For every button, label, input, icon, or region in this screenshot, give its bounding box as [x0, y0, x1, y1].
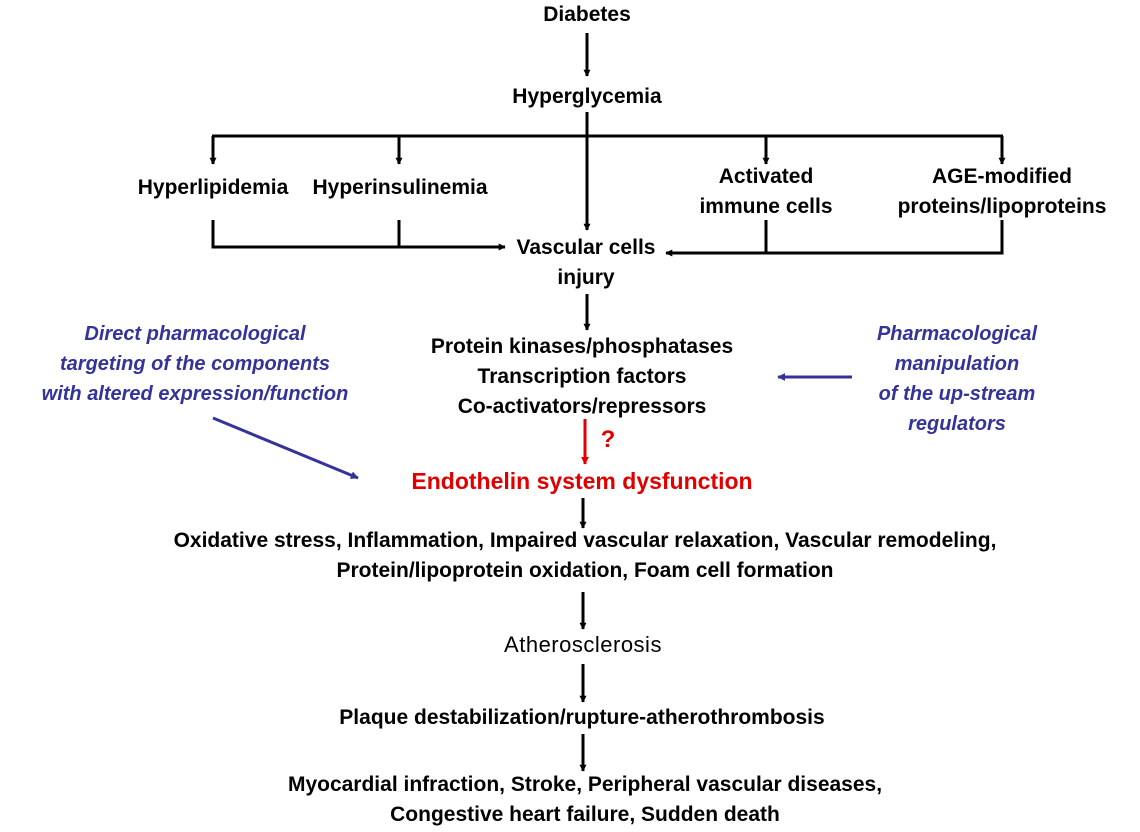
node-regulators: Protein kinases/phosphatases Transcripti… — [402, 332, 762, 422]
node-outcomes-line-1: Myocardial infraction, Stroke, Periphera… — [287, 773, 883, 796]
node-activated-immune-cells: Activated immune cells — [656, 162, 876, 222]
node-effects-line-1: Oxidative stress, Inflammation, Impaired… — [173, 529, 997, 552]
node-vascular-line-1: Vascular cells — [516, 236, 656, 259]
node-hyperglycemia: Hyperglycemia — [512, 85, 662, 108]
node-endothelin-dysfunction: Endothelin system dysfunction — [411, 468, 753, 494]
annotation-direct-line-2: targeting of the components — [60, 353, 330, 375]
node-outcomes-line-2: Congestive heart failure, Sudden death — [390, 803, 780, 826]
node-atherosclerosis: Atherosclerosis — [504, 632, 662, 657]
node-effects-line-2: Protein/lipoprotein oxidation, Foam cell… — [336, 559, 834, 582]
annotation-upstream-manipulation: Pharmacological manipulation of the up-s… — [832, 319, 1082, 439]
blue-arrow-direct-targeting — [212, 416, 359, 480]
annotation-direct-targeting: Direct pharmacological targeting of the … — [0, 319, 390, 409]
node-vascular-line-2: injury — [557, 266, 615, 289]
node-effects: Oxidative stress, Inflammation, Impaired… — [70, 526, 1100, 586]
annotation-upstream-line-3: of the up-stream — [878, 383, 1036, 405]
collector-right-bracket — [766, 220, 1004, 255]
node-age-line-1: AGE-modified — [932, 165, 1072, 188]
node-outcomes: Myocardial infraction, Stroke, Periphera… — [200, 770, 970, 830]
node-age-modified-proteins: AGE-modified proteins/lipoproteins — [877, 162, 1127, 222]
node-age-line-2: proteins/lipoproteins — [897, 195, 1107, 218]
node-regulators-line-1: Protein kinases/phosphatases — [430, 335, 734, 358]
node-hyperlipidemia: Hyperlipidemia — [137, 176, 289, 199]
node-vascular-cells-injury: Vascular cells injury — [486, 233, 686, 293]
annotation-upstream-line-4: regulators — [908, 413, 1006, 435]
annotation-direct-line-1: Direct pharmacological — [84, 323, 306, 345]
question-mark: ? — [600, 426, 616, 453]
annotation-upstream-line-2: manipulation — [894, 353, 1020, 375]
node-regulators-line-2: Transcription factors — [477, 365, 687, 388]
node-immune-line-2: immune cells — [699, 195, 833, 218]
node-hyperinsulinemia: Hyperinsulinemia — [312, 176, 488, 199]
annotation-direct-line-3: with altered expression/function — [41, 383, 349, 405]
collector-left-bracket — [211, 220, 399, 249]
node-plaque-destabilization: Plaque destabilization/rupture-atherothr… — [339, 706, 825, 729]
node-immune-line-1: Activated — [718, 165, 814, 188]
annotation-upstream-line-1: Pharmacological — [876, 323, 1038, 345]
node-diabetes: Diabetes — [543, 3, 631, 26]
node-regulators-line-3: Co-activators/repressors — [457, 395, 707, 418]
